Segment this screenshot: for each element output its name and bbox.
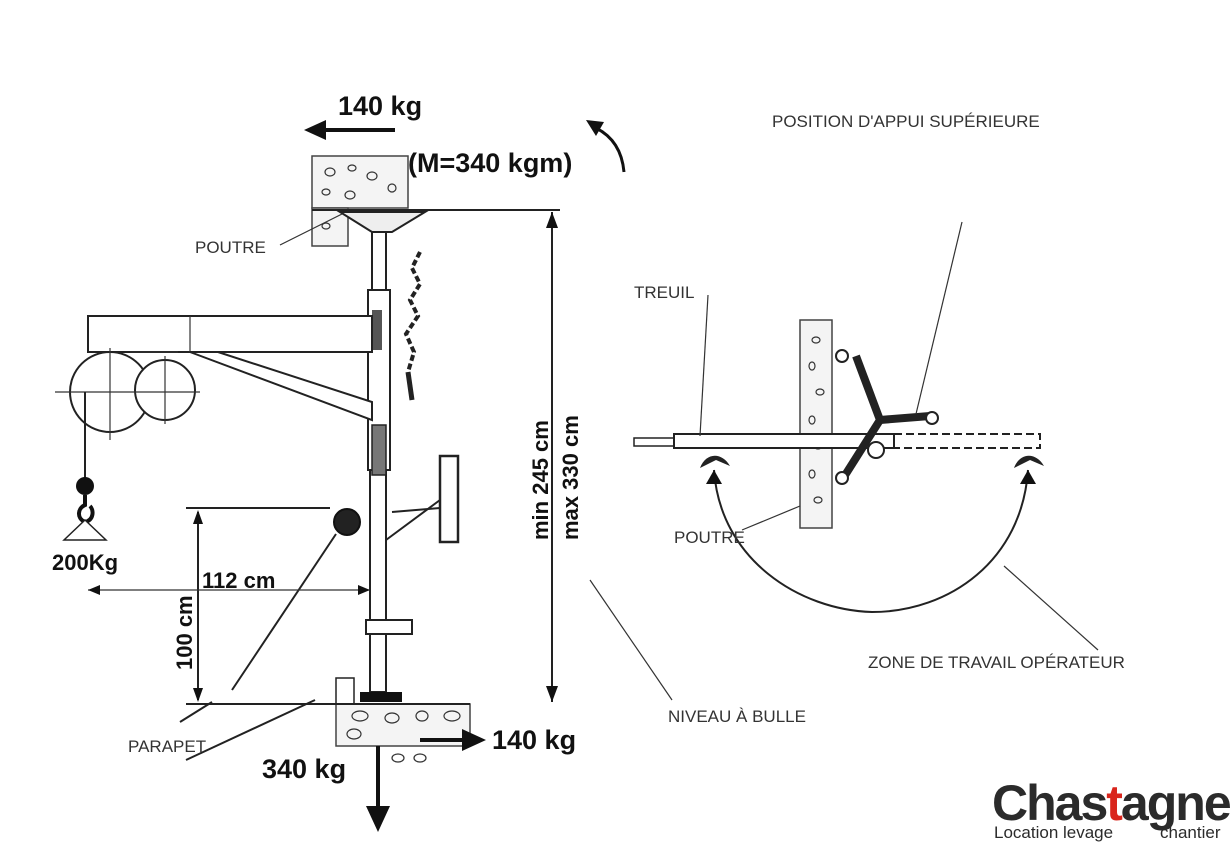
top-view: POSITION D'APPUI SUPÉRIEURE	[589, 112, 1125, 726]
svg-text:Chastagner: Chastagner	[992, 775, 1230, 831]
chain	[403, 251, 423, 401]
support-right	[1014, 455, 1044, 468]
height-dimension	[186, 507, 330, 702]
reach-value: 112 cm	[202, 568, 275, 593]
brand-logo: Chastagner Location levage chantier	[992, 775, 1230, 842]
top-beam-block	[311, 155, 409, 247]
upper-support-leader	[915, 221, 963, 415]
beam-label: POUTRE	[195, 238, 266, 257]
work-zone-leader	[1003, 565, 1099, 651]
reach-dimension	[88, 585, 370, 595]
height-max: max 330 cm	[558, 415, 583, 540]
pulleys	[55, 348, 200, 478]
top-bearing-plate	[336, 211, 429, 233]
work-zone-arc	[713, 469, 1029, 614]
winch-label: TREUIL	[634, 283, 694, 302]
parapet-label: PARAPET	[128, 737, 206, 756]
winch-leader	[699, 294, 709, 437]
brand-part-b: t	[1106, 775, 1123, 831]
force-bottom-value: 140 kg	[492, 725, 576, 755]
work-zone-label: ZONE DE TRAVAIL OPÉRATEUR	[868, 653, 1125, 672]
hook	[62, 477, 108, 541]
brand-tagline-a: Location levage	[994, 823, 1113, 842]
force-arrow-down	[366, 746, 390, 832]
mast	[360, 231, 413, 702]
parapet-tick	[179, 701, 213, 723]
height-value: 100 cm	[172, 595, 197, 670]
moment-value: (M=340 kgm)	[408, 148, 572, 178]
level-label: NIVEAU À BULLE	[668, 707, 806, 726]
level-label-leader	[589, 579, 673, 701]
force-arrow-bottom	[420, 729, 486, 751]
force-top-value: 140 kg	[338, 91, 422, 121]
boom	[87, 315, 373, 422]
force-arrow-top	[304, 120, 395, 140]
parapet-leader	[185, 699, 316, 761]
height-min: min 245 cm	[528, 420, 553, 540]
top-beam-label: POUTRE	[674, 528, 745, 547]
brand-part-c: agner	[1121, 775, 1230, 831]
top-view-title: POSITION D'APPUI SUPÉRIEURE	[772, 112, 1040, 131]
side-plate	[385, 454, 460, 544]
level-leader	[231, 533, 337, 691]
top-beam-leader	[741, 505, 801, 531]
force-down-value: 340 kg	[262, 754, 346, 784]
load-label: 200Kg	[52, 550, 118, 575]
parapet	[335, 677, 471, 763]
brand-part-a: Chas	[992, 775, 1106, 831]
brand-tagline-b: chantier	[1160, 823, 1221, 842]
top-view-arm	[633, 349, 1041, 485]
top-view-beam	[799, 319, 833, 529]
bubble-level	[333, 508, 361, 536]
beam-leader	[279, 213, 343, 246]
crane-side-view: 200Kg	[52, 91, 626, 832]
total-height-dimension	[546, 212, 558, 702]
moment-arrow	[586, 120, 626, 173]
support-left	[700, 455, 730, 468]
